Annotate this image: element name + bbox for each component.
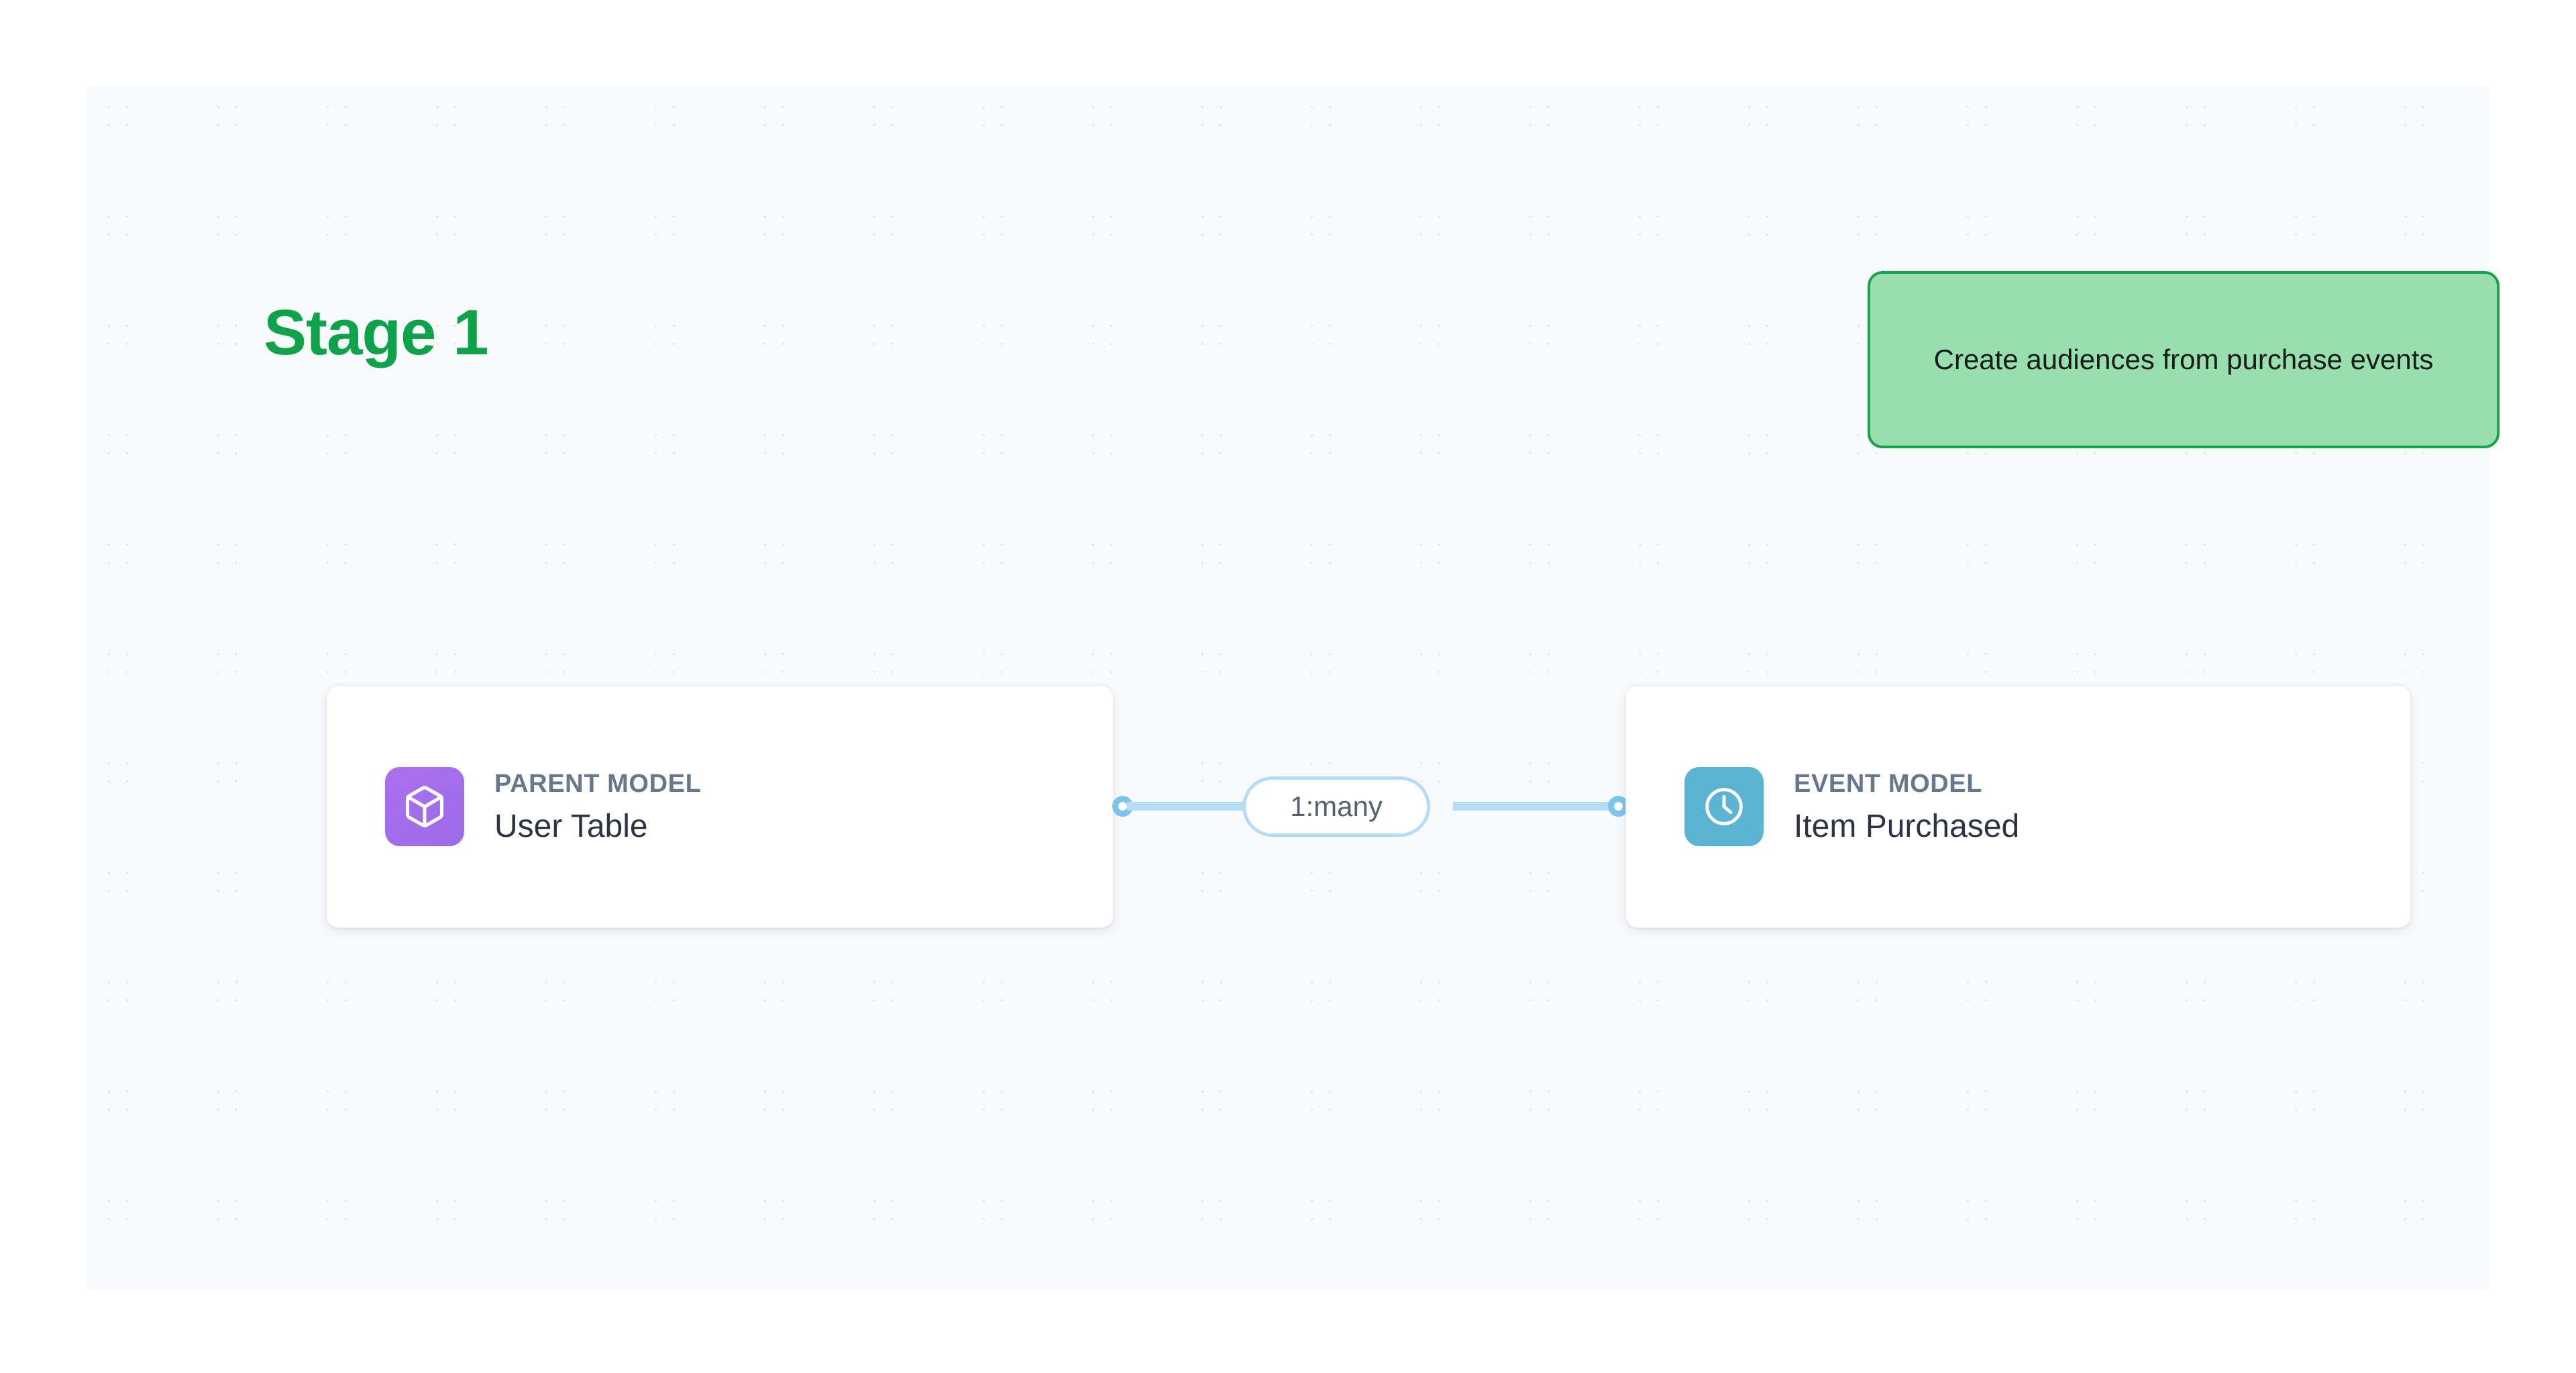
edge-connector: 1:many (1112, 767, 1629, 848)
node-event-model[interactable]: EVENT MODEL Item Purchased (1625, 685, 2411, 928)
edge-line-left (1127, 802, 1288, 811)
edge-line-right (1453, 802, 1614, 811)
node-kicker: EVENT MODEL (1794, 769, 1983, 798)
node-title: User Table (494, 808, 648, 844)
node-kicker: PARENT MODEL (494, 769, 702, 798)
callout-text: Create audiences from purchase events (1933, 344, 2434, 376)
node-parent-text: PARENT MODEL User Table (494, 771, 701, 843)
clock-icon (1684, 767, 1764, 846)
edge-endpoint-source[interactable] (1112, 796, 1133, 817)
node-title: Item Purchased (1794, 808, 2020, 844)
page-title: Stage 1 (264, 297, 488, 368)
graph-canvas[interactable]: Stage 1 Create audiences from purchase e… (86, 86, 2500, 1289)
edge-cardinality-badge[interactable]: 1:many (1242, 776, 1430, 837)
node-parent-model[interactable]: PARENT MODEL User Table (326, 685, 1114, 928)
edge-cardinality-label: 1:many (1290, 791, 1383, 822)
cube-icon (385, 767, 464, 846)
node-event-text: EVENT MODEL Item Purchased (1794, 771, 2019, 843)
callout-box: Create audiences from purchase events (1868, 271, 2500, 448)
